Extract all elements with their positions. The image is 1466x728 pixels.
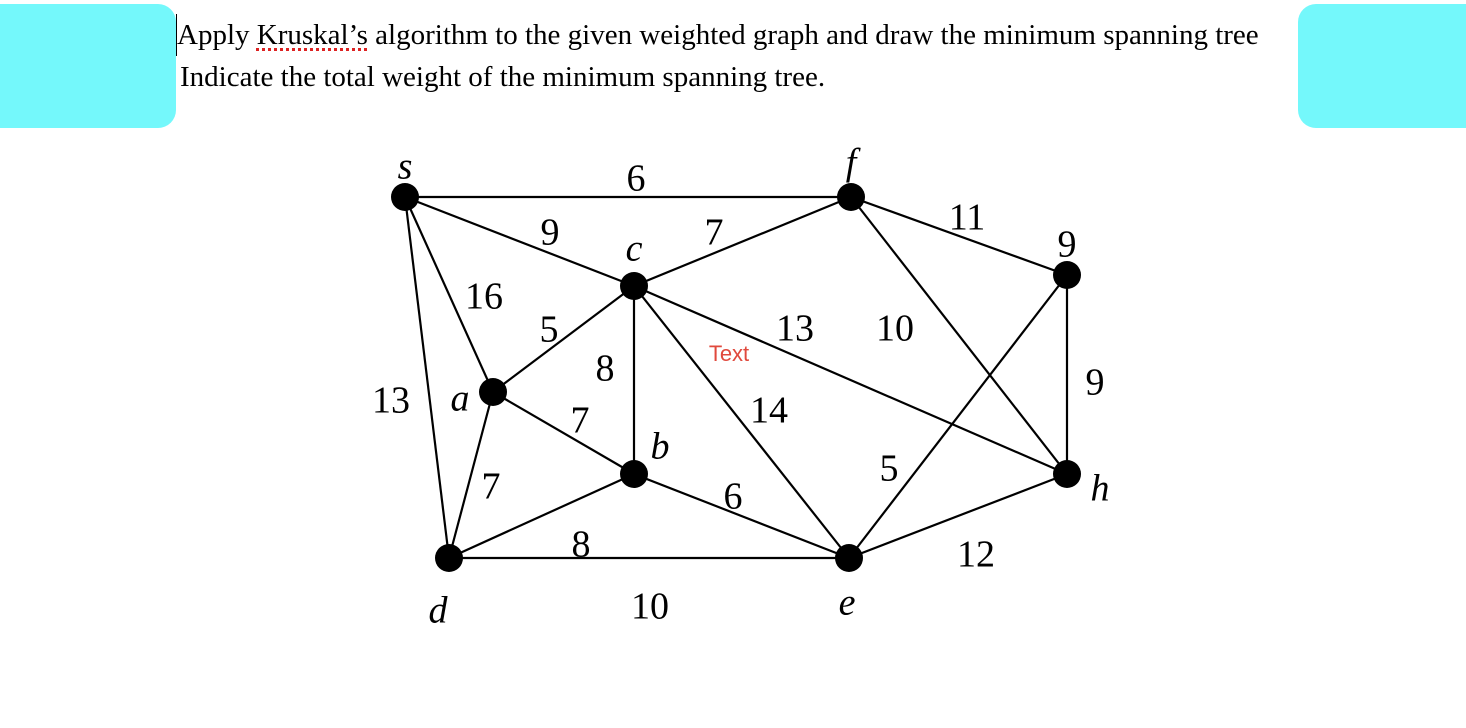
- weight-label-s-f: 6: [627, 158, 646, 200]
- question-line-1-end: algorithm to the given weighted graph an…: [367, 19, 1259, 51]
- node-label-b: b: [651, 426, 670, 468]
- edge-g-e: [848, 274, 1068, 559]
- weight-label-e-h: 12: [957, 534, 995, 576]
- node-label-s: s: [398, 146, 413, 188]
- edges-layer: [403, 195, 1069, 560]
- edge-s-a: [403, 196, 495, 393]
- question-text: Apply Kruskal’s algorithm to the given w…: [176, 14, 1298, 98]
- weight-label-s-a: 16: [465, 276, 503, 318]
- edge-c-e: [633, 285, 850, 559]
- node-c: [620, 272, 648, 300]
- weight-label-f-g: 11: [949, 197, 986, 239]
- weight-label-c-b: 8: [596, 348, 615, 390]
- node-g: [1053, 261, 1081, 289]
- right-cyan-tab: [1298, 4, 1466, 128]
- edge-c-f: [633, 195, 852, 288]
- node-top-right-label: 9: [1058, 224, 1077, 266]
- node-f: [837, 183, 865, 211]
- text-annotation-placeholder[interactable]: Text: [709, 341, 749, 366]
- weight-label-s-d: 13: [372, 380, 410, 422]
- edge-c-h: [633, 284, 1068, 476]
- spellcheck-word[interactable]: Kruskal’s: [256, 19, 368, 51]
- weight-label-a-d: 7: [482, 466, 501, 508]
- node-d: [435, 544, 463, 572]
- weight-label-d-e: 10: [631, 586, 669, 628]
- edge-s-d: [403, 196, 451, 559]
- edge-e-h: [848, 472, 1068, 560]
- question-line-1: Apply Kruskal’s algorithm to the given w…: [176, 14, 1298, 56]
- edge-a-b: [492, 391, 635, 475]
- node-b: [620, 460, 648, 488]
- weight-label-c-h: 13: [776, 308, 814, 350]
- node-label-a: a: [451, 378, 470, 420]
- edge-f-h: [850, 196, 1068, 475]
- nodes-layer: [391, 183, 1081, 572]
- edge-f-g: [850, 195, 1068, 277]
- node-label-h: h: [1091, 468, 1110, 510]
- node-label-e: e: [839, 582, 856, 624]
- weight-label-s-c: 9: [541, 212, 560, 254]
- node-s: [391, 183, 419, 211]
- node-label-d: d: [429, 590, 449, 632]
- weight-label-c-f: 7: [705, 212, 724, 254]
- node-e: [835, 544, 863, 572]
- edge-d-b: [448, 472, 635, 560]
- weight-label-a-b: 7: [571, 400, 590, 442]
- weight-label-g-h: 9: [1086, 362, 1105, 404]
- node-label-f: f: [846, 142, 861, 184]
- weight-label-a-c: 5: [540, 309, 559, 351]
- node-label-c: c: [626, 228, 643, 270]
- edge-a-c: [492, 285, 635, 393]
- weight-label-g-e: 5: [880, 448, 899, 490]
- weight-label-b-e: 6: [724, 476, 743, 518]
- weight-label-d-b: 8: [572, 524, 591, 566]
- edge-s-c: [404, 195, 635, 288]
- weight-label-c-e: 14: [750, 390, 788, 432]
- node-h: [1053, 460, 1081, 488]
- edge-a-d: [447, 391, 495, 559]
- question-line-1-start: Apply: [177, 19, 257, 51]
- edge-b-e: [633, 472, 850, 560]
- question-line-2: Indicate the total weight of the minimum…: [180, 61, 826, 93]
- node-a: [479, 378, 507, 406]
- left-cyan-tab: [0, 4, 176, 128]
- weight-label-f-h: 10: [876, 308, 914, 350]
